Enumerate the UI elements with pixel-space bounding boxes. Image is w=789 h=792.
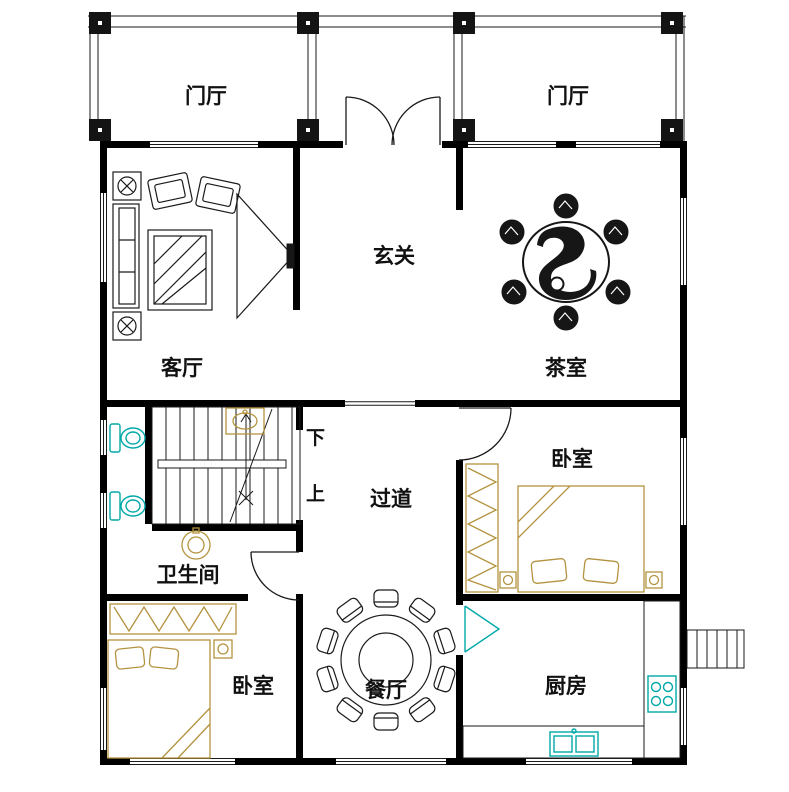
vanity-sink-icon (225, 407, 265, 435)
porch-structure (88, 15, 686, 141)
stairs-down-label: 下 (306, 428, 325, 449)
wardrobe-lower-icon (109, 603, 237, 635)
corridor-label: 过道 (370, 487, 412, 511)
porch-left-label: 门厅 (185, 84, 227, 108)
bedroom-upper-door (458, 407, 512, 461)
bathroom-door (250, 551, 300, 601)
entrance-double-door (345, 96, 441, 146)
interior-walls (100, 148, 680, 765)
kitchen-counter (462, 600, 681, 759)
tea-table-set-icon (499, 193, 631, 331)
stairs-icon (151, 406, 301, 525)
foyer-label: 玄关 (373, 244, 415, 268)
bidet-icon (109, 491, 146, 521)
porch-right-label: 门厅 (547, 84, 589, 108)
corridor-threshold (345, 401, 415, 406)
kitchen-label: 厨房 (545, 674, 587, 698)
wardrobe-upper-icon (465, 463, 499, 593)
tv-projection-icon (236, 192, 295, 320)
bathroom-label: 卫生间 (157, 563, 220, 587)
toilet-icon (109, 423, 146, 453)
dining-room-label: 餐厅 (365, 678, 407, 702)
stove-icon (647, 675, 677, 713)
living-room-label: 客厅 (161, 356, 203, 380)
exterior-walls (100, 141, 687, 765)
bedroom-lower-label: 卧室 (232, 674, 274, 698)
sofa-set-icon (112, 171, 241, 341)
kitchen-sink-icon (549, 728, 599, 757)
windows (100, 141, 687, 765)
tea-room-label: 茶室 (545, 356, 587, 380)
kitchen-folding-door (464, 605, 501, 653)
bed-upper-icon (499, 485, 663, 593)
exterior-flue-platform (686, 629, 745, 669)
round-basin-icon (181, 527, 211, 560)
bedroom-upper-label: 卧室 (551, 447, 593, 471)
dining-table-icon (316, 589, 456, 731)
porch-columns (89, 12, 683, 141)
bed-lower-icon (107, 639, 233, 759)
room-labels: 门厅 门厅 玄关 客厅 茶室 卧室 过道 卫生间 卧室 餐厅 厨房 下 上 (157, 84, 594, 702)
stairs-up-label: 上 (306, 483, 325, 505)
